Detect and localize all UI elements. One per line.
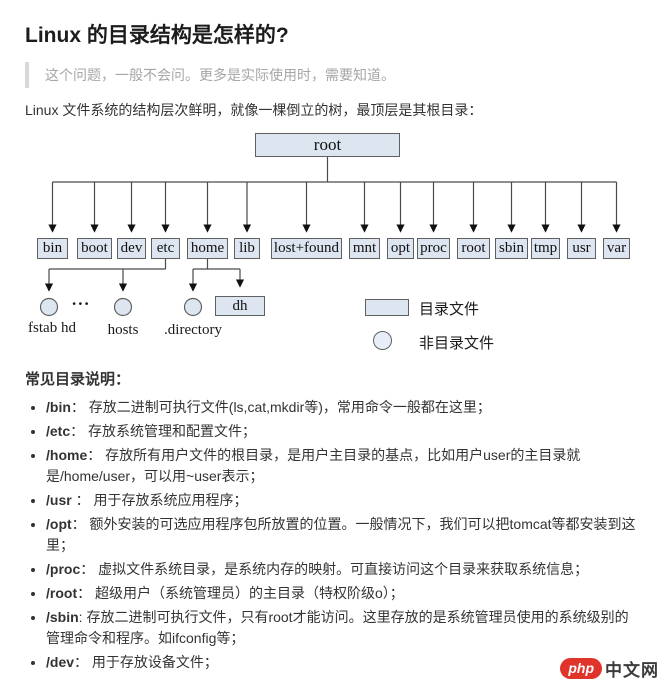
intro-paragraph: Linux 文件系统的结构层次鲜明，就像一棵倒立的树，最顶层是其根目录：: [25, 102, 483, 118]
legend-nondirectory-swatch: [373, 331, 392, 350]
file-label-directory: .directory: [164, 322, 222, 338]
tree-node-etc: etc: [151, 238, 180, 259]
file-circle-hosts: [113, 297, 133, 317]
dir-desc: ： 用于存放系统应用程序；: [71, 492, 248, 508]
dir-desc: ： 额外安装的可选应用程序包所放置的位置。一般情况下，我们可以把tomcat等都…: [46, 516, 636, 553]
legend-directory-label: 目录文件: [419, 302, 480, 318]
legend-nondirectory-label: 非目录文件: [419, 336, 495, 352]
file-circle-fstab: [39, 297, 59, 317]
tree-node-root: root: [255, 133, 400, 157]
dir-term: /bin: [46, 399, 71, 415]
dir-term: /dev: [46, 654, 75, 670]
dir-term: /home: [46, 447, 88, 463]
dir-desc: ： 存放二进制可执行文件(ls,cat,mkdir等)，常用命令一般都在这里；: [70, 399, 491, 415]
tree-node-usr: usr: [567, 238, 596, 259]
directory-description-list: /bin： 存放二进制可执行文件(ls,cat,mkdir等)，常用命令一般都在…: [25, 397, 641, 673]
dir-desc: ： 超级用户（系统管理员）的主目录（特权阶级o）；: [77, 585, 404, 601]
dir-item-opt: /opt： 额外安装的可选应用程序包所放置的位置。一般情况下，我们可以把tomc…: [46, 514, 641, 556]
dir-item-dev: /dev： 用于存放设备文件；: [46, 652, 641, 673]
quote-block: 这个问题，一般不会问。更多是实际使用时，需要知道。: [25, 62, 641, 88]
section-heading: 常见目录说明：: [25, 371, 131, 388]
dir-item-etc: /etc： 存放系统管理和配置文件；: [46, 421, 641, 442]
dir-term: /proc: [46, 561, 81, 577]
dir-desc: ： 用于存放设备文件；: [74, 654, 218, 670]
tree-node-proc: proc: [417, 238, 450, 259]
dir-term: /usr: [46, 492, 72, 508]
ellipsis-more-files: ...: [72, 290, 91, 309]
dir-term: /sbin: [46, 609, 79, 625]
tree-node-lostfound: lost+found: [271, 238, 342, 259]
tree-connectors: [39, 157, 621, 317]
tree-node-opt: opt: [387, 238, 414, 259]
dir-term: /etc: [46, 423, 71, 439]
file-label-hosts: hosts: [107, 322, 139, 338]
tree-node-root-dir: root: [457, 238, 490, 259]
tree-node-bin: bin: [37, 238, 68, 259]
page-title: Linux 的目录结构是怎样的?: [25, 24, 289, 47]
dir-item-sbin: /sbin: 存放二进制可执行文件，只有root才能访问。这里存放的是系统管理员…: [46, 607, 641, 649]
dir-item-home: /home： 存放所有用户文件的根目录，是用户主目录的基点，比如用户user的主…: [46, 445, 641, 487]
quote-text: 这个问题，一般不会问。更多是实际使用时，需要知道。: [45, 67, 395, 83]
tree-node-lib: lib: [234, 238, 260, 259]
tree-node-tmp: tmp: [531, 238, 560, 259]
site-logo-text: 中文网: [605, 661, 659, 680]
tree-node-mnt: mnt: [349, 238, 380, 259]
directory-tree-diagram: root bin boot dev etc home lib lost+foun…: [20, 128, 666, 360]
php-badge-icon: php: [560, 658, 602, 679]
dir-item-proc: /proc： 虚拟文件系统目录，是系统内存的映射。可直接访问这个目录来获取系统信…: [46, 559, 641, 580]
legend-directory-swatch: [365, 299, 409, 316]
dir-desc: ： 虚拟文件系统目录，是系统内存的映射。可直接访问这个目录来获取系统信息；: [80, 561, 589, 577]
dir-item-bin: /bin： 存放二进制可执行文件(ls,cat,mkdir等)，常用命令一般都在…: [46, 397, 641, 418]
tree-node-sbin: sbin: [495, 238, 528, 259]
dir-term: /root: [46, 585, 78, 601]
dir-term: /opt: [46, 516, 72, 532]
tree-node-home: home: [187, 238, 228, 259]
php-cn-logo[interactable]: php 中文网: [560, 656, 659, 681]
file-circle-directory: [183, 297, 203, 317]
file-label-fstab: fstab hd: [28, 320, 76, 336]
tree-node-dh: dh: [215, 296, 265, 316]
tree-node-var: var: [603, 238, 630, 259]
tree-node-boot: boot: [77, 238, 112, 259]
dir-desc: ： 存放系统管理和配置文件；: [70, 423, 257, 439]
dir-desc: ： 存放所有用户文件的根目录，是用户主目录的基点，比如用户user的主目录就是/…: [46, 447, 581, 484]
dir-item-usr: /usr ： 用于存放系统应用程序；: [46, 490, 641, 511]
tree-node-dev: dev: [117, 238, 146, 259]
dir-desc: : 存放二进制可执行文件，只有root才能访问。这里存放的是系统管理员使用的系统…: [46, 609, 629, 646]
dir-item-root: /root： 超级用户（系统管理员）的主目录（特权阶级o）；: [46, 583, 641, 604]
